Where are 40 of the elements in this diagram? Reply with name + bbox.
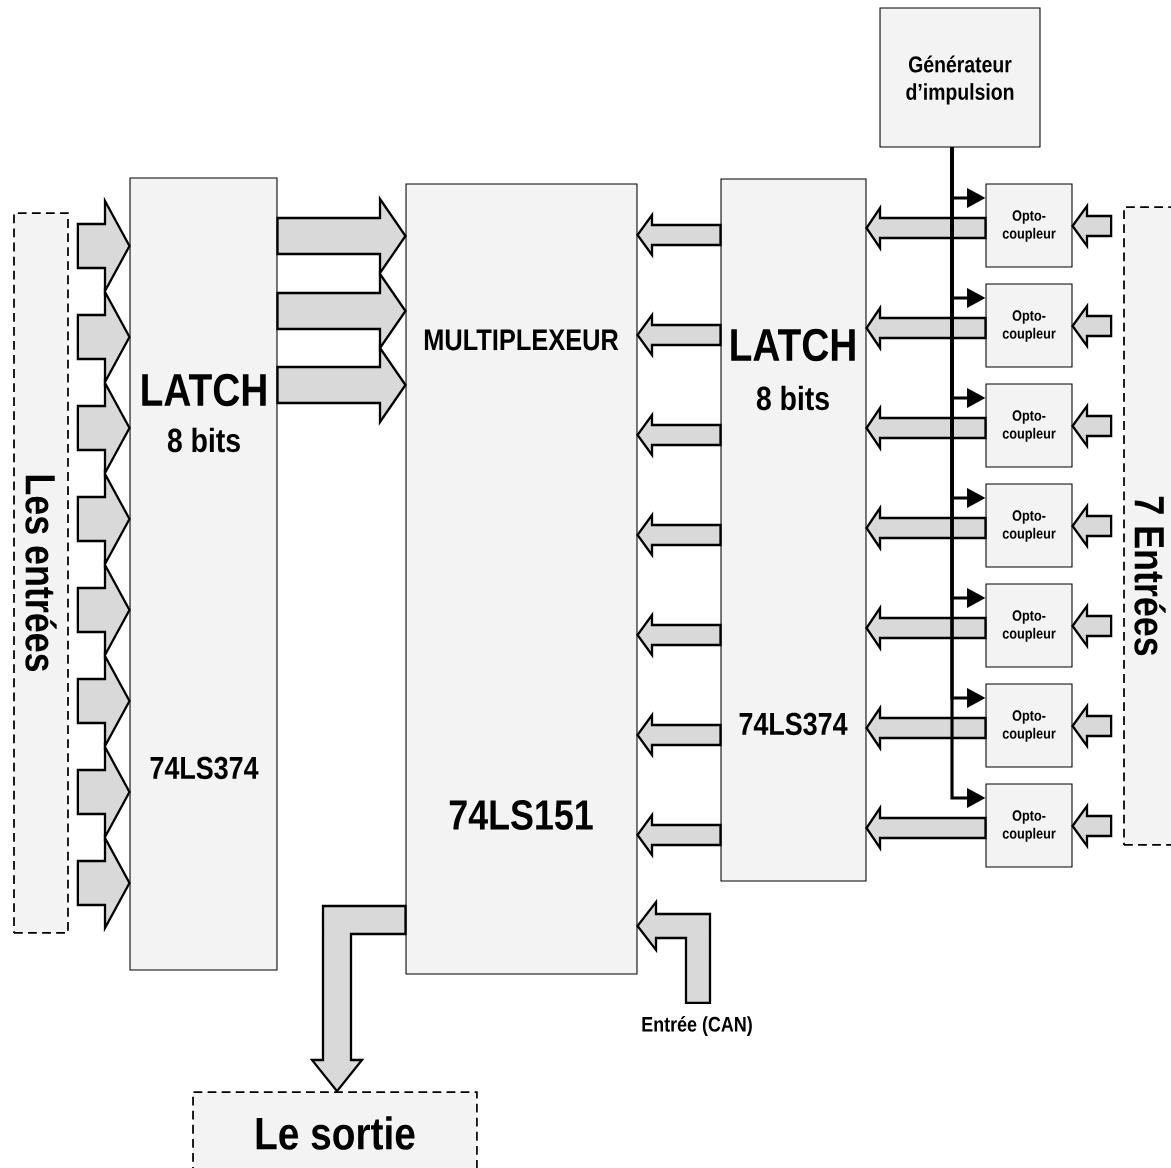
latch-box: LATCH 8 bits 74LS374 [720,178,867,882]
block-arrow [865,404,987,452]
block-arrow [636,611,722,659]
block-arrow [865,804,987,852]
block-arrow [865,204,987,252]
block-arrow [865,304,987,352]
block-arrow [1071,702,1113,750]
optocoupler-box: Opto- coupleur [985,783,1073,868]
optocoupler-box: Opto- coupleur [985,383,1073,468]
block-arrow [865,704,987,752]
optocoupler-box: Opto- coupleur [985,583,1073,668]
block-arrow [636,211,722,259]
block-arrow [636,811,722,859]
block-arrow [865,504,987,552]
dashed-box: 7 Entrées [1123,206,1171,846]
block-arrow [1071,502,1113,550]
block-arrow [309,904,407,1093]
block-arrow [636,311,722,359]
block-arrow [636,711,722,759]
block-arrow [636,411,722,459]
dashed-box: Le sortie [192,1091,478,1168]
optocoupler-box: Opto- coupleur [985,483,1073,568]
optocoupler-box: Opto- coupleur [985,283,1073,368]
input-label: Entrée (CAN) [642,1016,752,1036]
block-arrow [865,604,987,652]
generator-box: Générateur d’impulsion [879,7,1041,148]
block-arrow [1071,802,1113,850]
block-arrow [276,344,407,426]
block-arrow [1071,202,1113,250]
optocoupler-box: Opto- coupleur [985,683,1073,768]
block-arrow [636,898,712,1005]
optocoupler-box: Opto- coupleur [985,183,1073,268]
block-arrow [1071,402,1113,450]
multiplexer-box: MULTIPLEXEUR 74LS151 [405,183,638,975]
block-arrow [76,833,131,933]
block-arrow [1071,302,1113,350]
block-arrow [1071,602,1113,650]
block-arrow [636,511,722,559]
latch-box: LATCH 8 bits 74LS374 [129,177,278,971]
dashed-box: Les entrées [13,212,69,934]
